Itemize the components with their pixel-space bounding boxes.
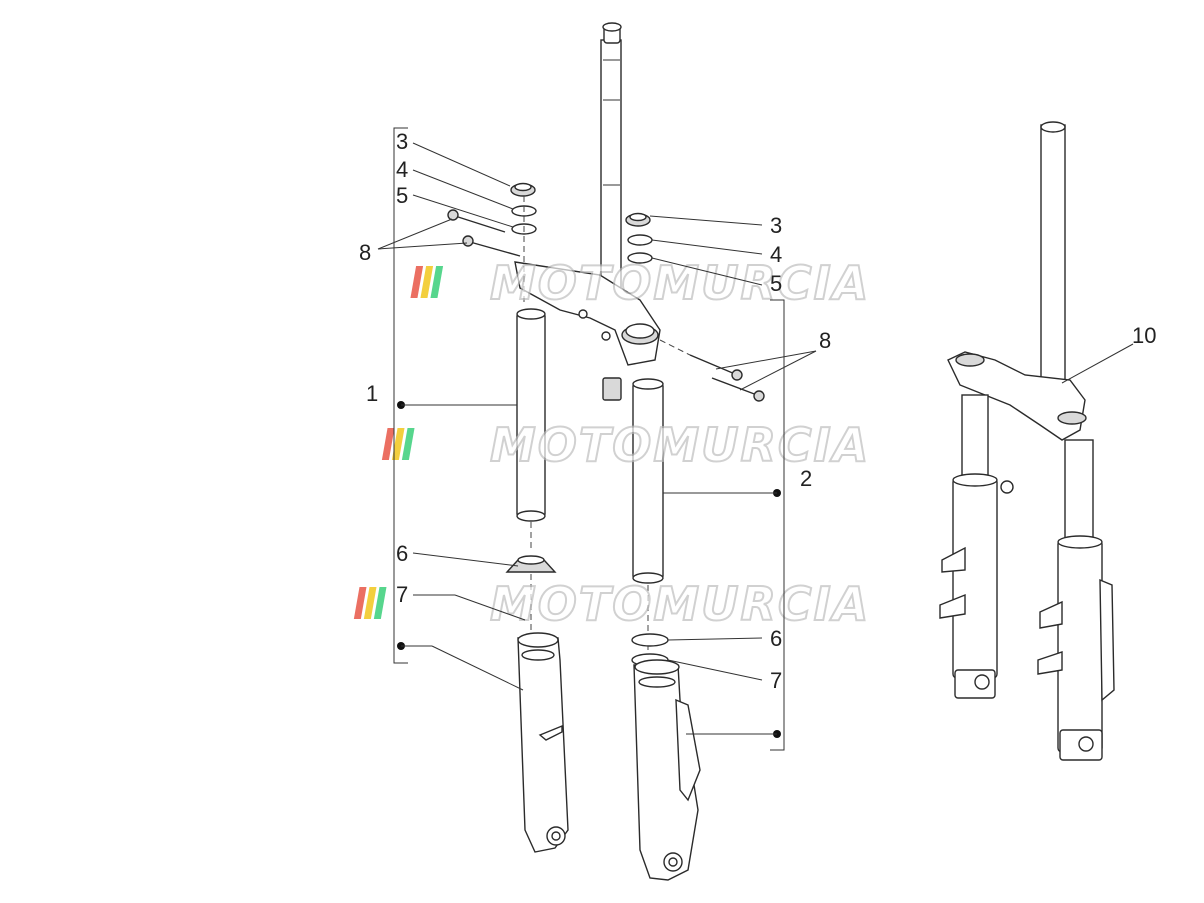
left-lower-leg	[517, 637, 569, 853]
watermark-upper: MOTOMURCIA	[410, 255, 870, 311]
callout-5-left: 5	[396, 183, 408, 208]
left-inner-tube	[516, 311, 546, 519]
callout-1: 1	[366, 381, 378, 406]
right-inner-tube	[632, 381, 664, 581]
callout-8-right: 8	[819, 328, 831, 353]
callout-4-right: 4	[770, 242, 782, 267]
callout-2: 2	[800, 466, 812, 491]
callout-7-left: 7	[396, 582, 408, 607]
left-bolts	[447, 209, 521, 257]
callout-7-right: 7	[770, 668, 782, 693]
left-fork-column	[505, 182, 569, 853]
watermark-lower: MOTOMURCIA	[353, 576, 870, 632]
bracket-2	[663, 299, 785, 751]
callout-3-left: 3	[396, 129, 408, 154]
leader-lines	[377, 142, 1134, 681]
callout-6-right: 6	[770, 626, 782, 651]
triple-clamp	[514, 261, 661, 366]
watermark-text: MOTOMURCIA	[490, 256, 870, 310]
callout-10: 10	[1132, 323, 1156, 348]
callout-4-left: 4	[396, 157, 408, 182]
complete-fork-assembly	[939, 121, 1115, 761]
stem-bushing	[602, 377, 622, 401]
watermark-text: MOTOMURCIA	[490, 577, 870, 631]
right-bolts	[659, 339, 765, 402]
watermark-middle: MOTOMURCIA	[381, 417, 870, 473]
watermark-text: MOTOMURCIA	[490, 418, 870, 472]
right-oil-seal	[631, 633, 669, 647]
callout-3-right: 3	[770, 213, 782, 238]
callout-8-left: 8	[359, 240, 371, 265]
right-fork-column	[602, 212, 701, 881]
callout-5-right: 5	[770, 271, 782, 296]
steering-stem	[600, 22, 622, 311]
right-o-ring-upper	[627, 234, 653, 246]
bracket-1	[393, 127, 524, 691]
callout-6-left: 6	[396, 541, 408, 566]
